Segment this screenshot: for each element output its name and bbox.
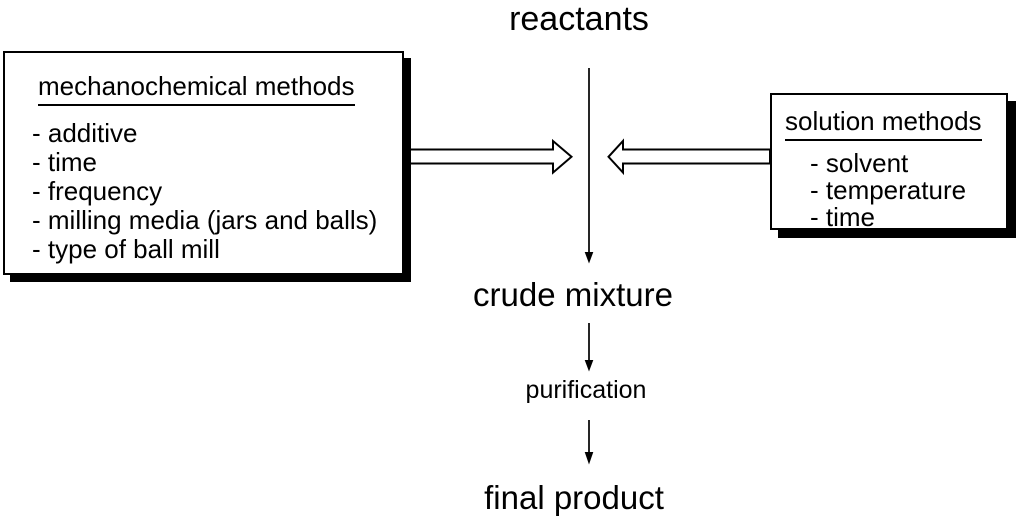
solution-methods-list: - solvent - temperature - time <box>810 150 1006 231</box>
mechanochemical-input-arrow-icon <box>409 138 574 175</box>
arrow-purification-to-final <box>584 420 594 465</box>
purification-label: purification <box>525 376 647 404</box>
list-item: - time <box>810 202 875 232</box>
list-item: - temperature <box>810 175 967 205</box>
list-item: - solvent <box>810 148 909 178</box>
down-arrowhead-icon <box>584 252 594 264</box>
solution-methods-box: solution methods - solvent - temperature… <box>770 93 1008 231</box>
mechanochemical-methods-title: mechanochemical methods <box>38 71 402 106</box>
underlined-title-text: mechanochemical methods <box>38 71 355 106</box>
down-arrowhead-icon <box>584 360 594 372</box>
list-item: - milling media (jars and balls) <box>32 205 378 235</box>
mechanochemical-methods-box: mechanochemical methods - additive - tim… <box>3 51 404 275</box>
down-arrowhead-icon <box>584 452 594 465</box>
arrow-crude-to-purification <box>584 323 594 372</box>
mechanochemical-methods-list: - additive - time - frequency - milling … <box>32 119 402 264</box>
final-product-label: final product <box>484 479 664 516</box>
underlined-title-text: solution methods <box>785 106 982 141</box>
list-item: - frequency <box>32 176 163 206</box>
list-item: - type of ball mill <box>32 234 220 264</box>
arrow-reactants-to-crude-mixture <box>584 68 594 264</box>
solution-input-arrow-icon <box>607 138 771 176</box>
solution-methods-title: solution methods <box>785 106 1006 141</box>
list-item: - time <box>32 147 97 177</box>
list-item: - additive <box>32 118 138 148</box>
crude-mixture-label: crude mixture <box>473 276 673 313</box>
reactants-label: reactants <box>509 0 649 38</box>
